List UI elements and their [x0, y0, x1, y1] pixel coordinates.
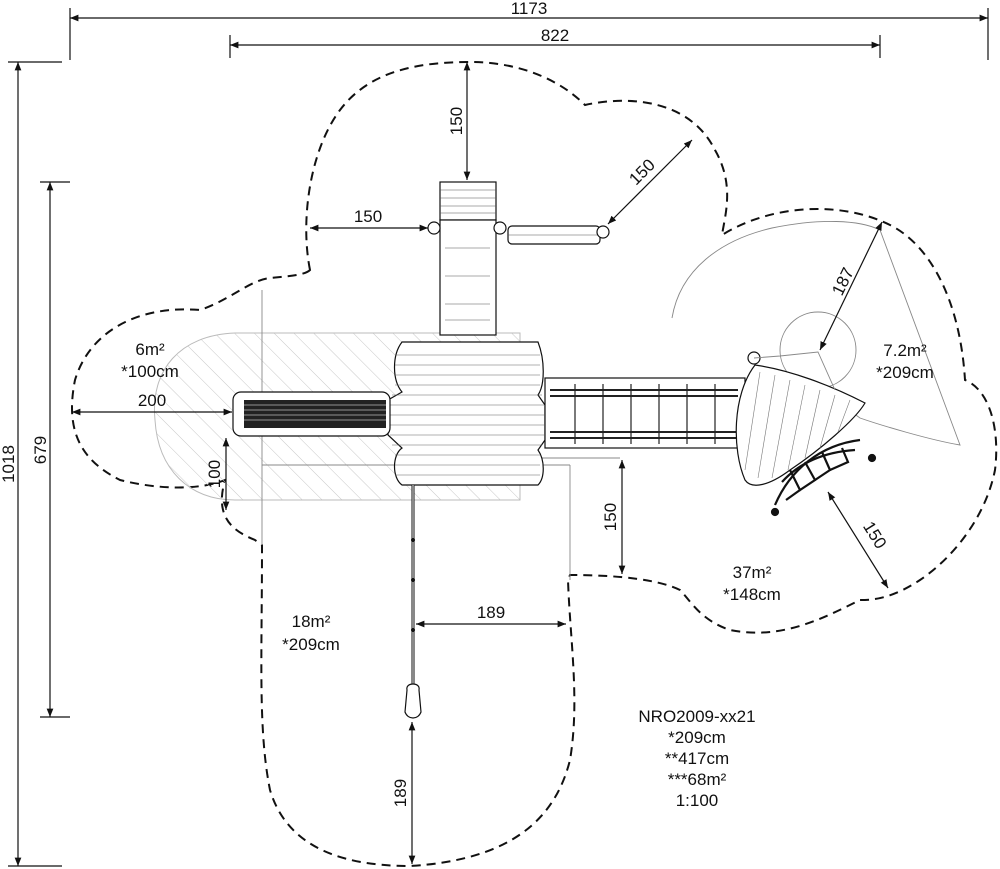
svg-text:150: 150	[859, 518, 890, 552]
zone-label-climber: 7.2m² *209cm	[876, 341, 934, 382]
dim-net-diag: 150	[827, 491, 890, 589]
svg-text:100: 100	[205, 460, 224, 488]
svg-text:**417cm: **417cm	[665, 749, 729, 768]
dim-overall-height: 1018	[0, 61, 62, 867]
dim-platform-width: 822	[229, 26, 881, 58]
svg-text:*209cm: *209cm	[876, 363, 934, 382]
svg-text:150: 150	[354, 207, 382, 226]
safety-zone-outline	[71, 60, 998, 868]
dim-swing-top: 150	[447, 62, 471, 180]
central-platform	[387, 341, 546, 486]
svg-text:18m²: 18m²	[292, 612, 331, 631]
overall-width-label: 1173	[511, 0, 548, 18]
svg-text:*209cm: *209cm	[282, 635, 340, 654]
svg-text:150: 150	[625, 155, 658, 188]
svg-text:150: 150	[447, 107, 466, 135]
dim-swing-left: 150	[310, 207, 428, 232]
svg-text:150: 150	[601, 503, 620, 531]
svg-text:7.2m²: 7.2m²	[883, 341, 927, 360]
platform-height-label: 679	[31, 436, 50, 464]
svg-text:***68m²: ***68m²	[668, 770, 727, 789]
zone-label-rope: 18m² *209cm	[282, 612, 340, 654]
dim-rope-bottom: 189	[391, 722, 416, 864]
tower-ladder	[439, 219, 497, 336]
climber-sector-outline	[671, 220, 961, 446]
dim-rope-side: 189	[416, 603, 566, 628]
zone-label-bridge: 37m² *148cm	[723, 563, 781, 604]
dim-slide-exit: 100	[205, 438, 230, 510]
dim-slide-run: 200	[72, 391, 232, 416]
info-block: NRO2009-xx21 *209cm **417cm ***68m² 1:10…	[638, 707, 755, 810]
swing-seat	[507, 225, 610, 245]
slide	[232, 391, 391, 437]
hanging-rope	[404, 485, 422, 719]
climbing-wall	[735, 351, 866, 486]
net-bridge	[544, 377, 746, 449]
svg-text:*209cm: *209cm	[668, 728, 726, 747]
overall-height-label: 1018	[0, 445, 18, 483]
svg-text:37m²: 37m²	[733, 563, 772, 582]
svg-text:*148cm: *148cm	[723, 585, 781, 604]
tower-post-left	[427, 221, 441, 235]
svg-text:189: 189	[391, 779, 410, 807]
svg-text:*100cm: *100cm	[121, 362, 179, 381]
dim-platform-height: 679	[31, 181, 70, 718]
dim-overall-width: 1173	[69, 0, 989, 60]
svg-text:6m²: 6m²	[135, 340, 165, 359]
dim-swing-diag: 150	[607, 139, 693, 225]
dim-bridge-side: 150	[601, 460, 626, 574]
platform-width-label: 822	[541, 26, 569, 45]
svg-text:200: 200	[138, 391, 166, 410]
svg-text:187: 187	[828, 265, 858, 299]
svg-text:189: 189	[477, 603, 505, 622]
swing-tower	[427, 181, 507, 336]
model-code: NRO2009-xx21	[638, 707, 755, 726]
climbing-net	[770, 438, 877, 517]
tower-roof	[439, 181, 497, 221]
zone-label-slide: 6m² *100cm	[121, 340, 179, 381]
scale-label: 1:100	[676, 791, 719, 810]
tower-post-right	[493, 221, 507, 235]
